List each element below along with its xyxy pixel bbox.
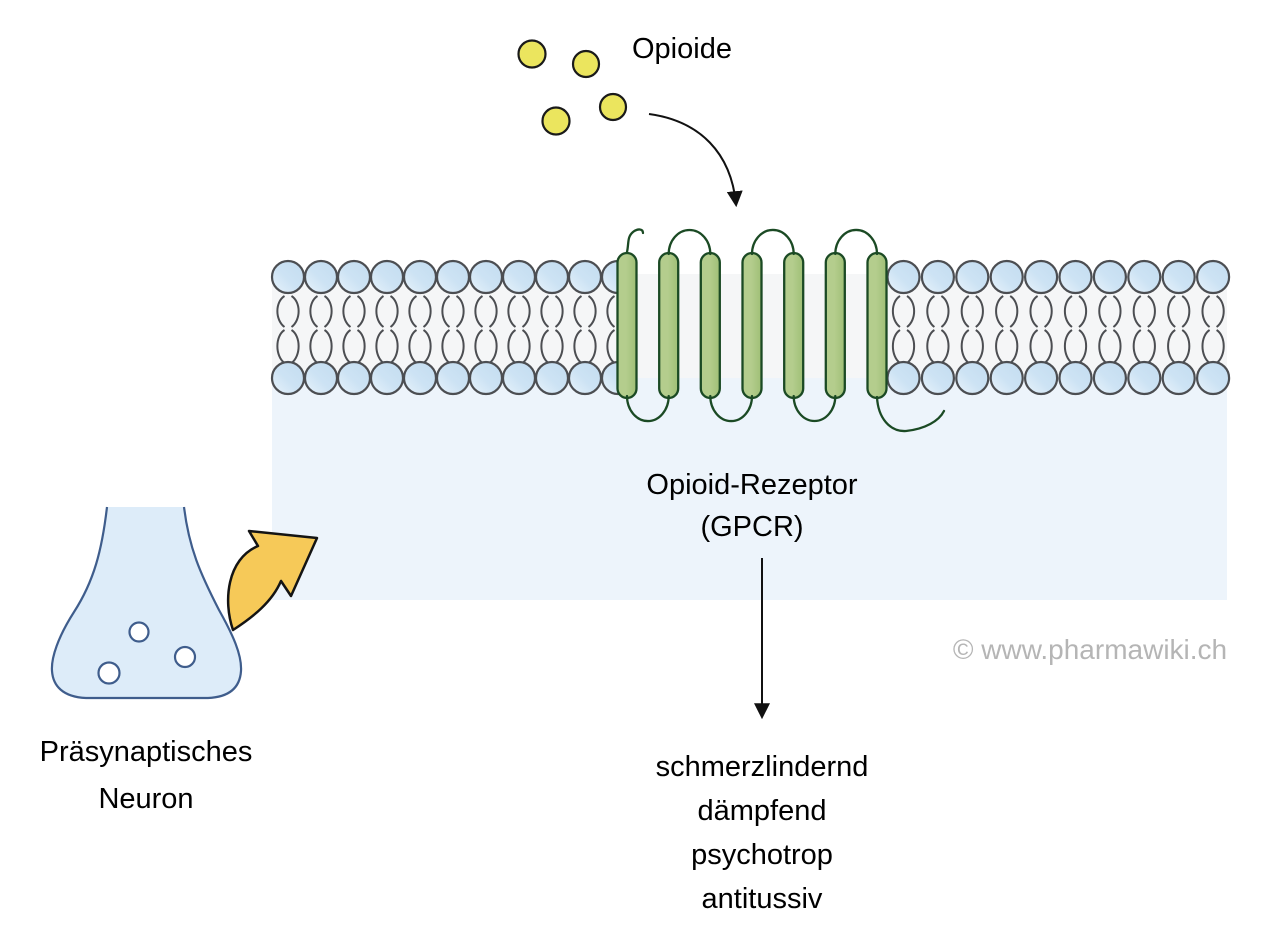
effect-item: dämpfend (697, 795, 827, 827)
opioid-binding-arrow (648, 113, 743, 208)
opioid-molecule (541, 106, 571, 136)
opioid-molecules (517, 39, 628, 136)
presynaptic-neuron (50, 506, 243, 700)
watermark: © www.pharmawiki.ch (952, 634, 1228, 665)
cytoplasm-region (272, 378, 1227, 600)
receptor-intracellular-loop (792, 394, 837, 423)
receptor-helix (699, 251, 721, 400)
receptor-extracellular-loop (750, 228, 795, 256)
opioid-molecule (598, 92, 628, 122)
neuron-label-line1: Präsynaptisches (39, 736, 253, 768)
release-arrow (226, 529, 319, 632)
receptor-helix (658, 251, 680, 400)
receptor-helix (741, 251, 763, 400)
effects-list: schmerzlindernd dämpfend psychotrop anti… (612, 745, 912, 921)
receptor-helix (824, 251, 846, 400)
presynaptic-neuron-label: Präsynaptisches Neuron (21, 729, 271, 823)
receptor-n-terminus (625, 228, 645, 254)
receptor-c-terminus (875, 395, 946, 433)
opioid-molecule (571, 49, 601, 79)
receptor-extracellular-loop (667, 228, 712, 256)
receptor-intracellular-loop (709, 394, 754, 423)
opioids-label: Opioide (632, 33, 732, 65)
receptor-label: Opioid-Rezeptor (GPCR) (602, 464, 902, 548)
receptor-type: (GPCR) (700, 511, 804, 543)
synaptic-vesicle (97, 661, 121, 685)
receptor-name: Opioid-Rezeptor (646, 469, 858, 501)
opioid-molecule (517, 39, 547, 69)
receptor-helix (783, 251, 805, 400)
effect-item: schmerzlindernd (655, 751, 869, 783)
receptor-helix (866, 251, 888, 400)
synaptic-vesicle (128, 621, 150, 643)
effect-item: psychotrop (691, 839, 833, 871)
opioid-receptor (616, 228, 946, 433)
receptor-extracellular-loop (834, 228, 879, 256)
receptor-intracellular-loop (625, 394, 670, 423)
receptor-helix (616, 251, 638, 400)
neuron-terminal-outline (50, 506, 243, 700)
effect-item: antitussiv (701, 883, 823, 915)
synaptic-vesicle (173, 645, 197, 669)
neuron-label-line2: Neuron (98, 783, 194, 815)
